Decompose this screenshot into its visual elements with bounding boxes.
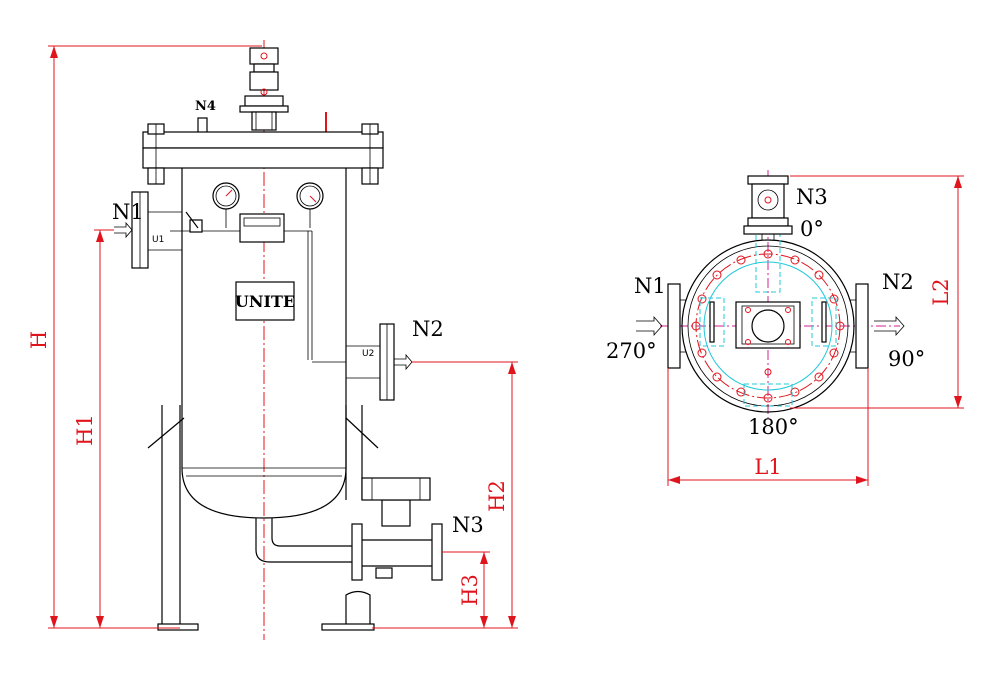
plan-nozzle-n3 xyxy=(743,175,793,240)
brand-label: UNITE xyxy=(235,292,295,311)
dim-h2: H2 xyxy=(485,480,509,512)
plan-nozzle-n2 xyxy=(850,283,905,369)
label-n2: N2 xyxy=(412,317,444,341)
plan-flange-outer xyxy=(681,239,855,413)
pressure-gauge-assembly xyxy=(170,182,324,360)
label-u2: U2 xyxy=(362,349,374,359)
plan-bolts xyxy=(691,249,845,403)
plan-dimensions xyxy=(667,175,964,486)
dim-l2: L2 xyxy=(929,278,953,305)
dim-h1: H1 xyxy=(73,414,97,446)
drain-valve-n3 xyxy=(255,477,443,581)
plan-view: N3 0° N1 270° N2 90° 180° xyxy=(606,170,964,486)
outlet-nozzle-n2 xyxy=(312,323,413,401)
angle-0: 0° xyxy=(800,217,824,241)
dim-h: H xyxy=(27,331,51,349)
elevation-view: N4 xyxy=(27,40,518,640)
dim-l1: L1 xyxy=(754,455,781,479)
label-n1: N1 xyxy=(112,200,144,224)
angle-270: 270° xyxy=(606,339,657,363)
label-n4: N4 xyxy=(195,99,216,114)
dim-h3: H3 xyxy=(458,574,482,606)
plan-label-n1: N1 xyxy=(634,274,666,298)
plan-bolt-circle xyxy=(695,253,841,399)
angle-90: 90° xyxy=(888,347,925,371)
label-u1: U1 xyxy=(152,235,164,245)
plan-nozzle-n1 xyxy=(636,283,686,369)
plan-label-n2: N2 xyxy=(882,270,914,294)
inlet-nozzle-n1 xyxy=(114,191,182,269)
angle-180: 180° xyxy=(748,415,799,439)
plan-hidden-internals xyxy=(699,231,837,407)
elevation-dimensions xyxy=(48,45,518,629)
top-actuator xyxy=(239,47,289,131)
brand-plate xyxy=(235,281,295,321)
top-cover-flange xyxy=(142,123,384,185)
label-n3: N3 xyxy=(452,513,484,537)
plan-center-actuator xyxy=(735,301,801,376)
support-legs xyxy=(147,405,379,631)
plan-label-n3: N3 xyxy=(796,185,828,209)
